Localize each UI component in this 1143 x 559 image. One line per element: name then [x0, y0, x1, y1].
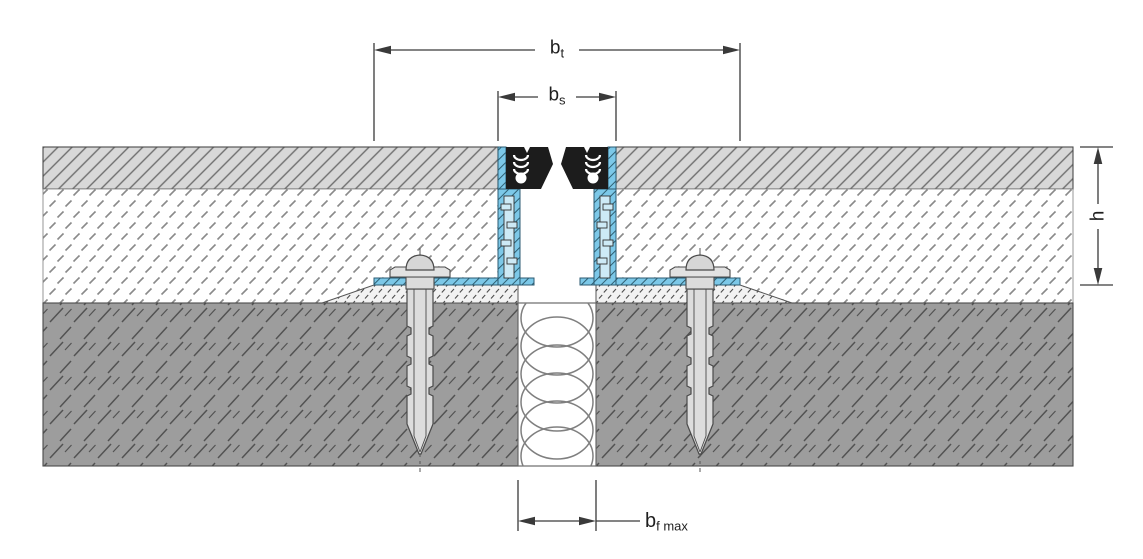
gasket-insert [506, 147, 608, 189]
profile-wall-left [497, 146, 507, 190]
dim-label-bt-base: b [549, 37, 561, 59]
dimension-h [1080, 146, 1113, 286]
dimension-bs [497, 91, 617, 141]
layer-tile-right [615, 146, 1074, 190]
profile-leg-right [593, 188, 617, 286]
dim-label-h: h [1087, 210, 1109, 222]
profile-flange-left [373, 277, 535, 286]
profile-wall-right [607, 146, 617, 190]
joint-profile [373, 146, 741, 286]
dim-label-bf-sub: f max [656, 518, 688, 534]
dim-label-bs-sub: s [559, 92, 566, 108]
dim-label-bf-base: b [645, 510, 657, 533]
layer-concrete-right [595, 302, 1074, 467]
dim-label-h-base: h [1087, 210, 1109, 222]
dim-label-bs-base: b [548, 84, 560, 106]
dimension-bt [373, 43, 741, 141]
joint-gap-filler [517, 302, 597, 467]
dimension-bf-max [517, 480, 640, 531]
dim-label-bt: bt [550, 39, 564, 60]
profile-leg-left [497, 188, 521, 286]
layer-concrete-left [42, 302, 519, 467]
layer-tile-left [42, 146, 499, 190]
profile-flange-right [579, 277, 741, 286]
dim-label-bs: bs [548, 86, 565, 107]
dim-label-bt-sub: t [560, 45, 565, 61]
dim-label-bf-max: bf max [645, 511, 688, 533]
